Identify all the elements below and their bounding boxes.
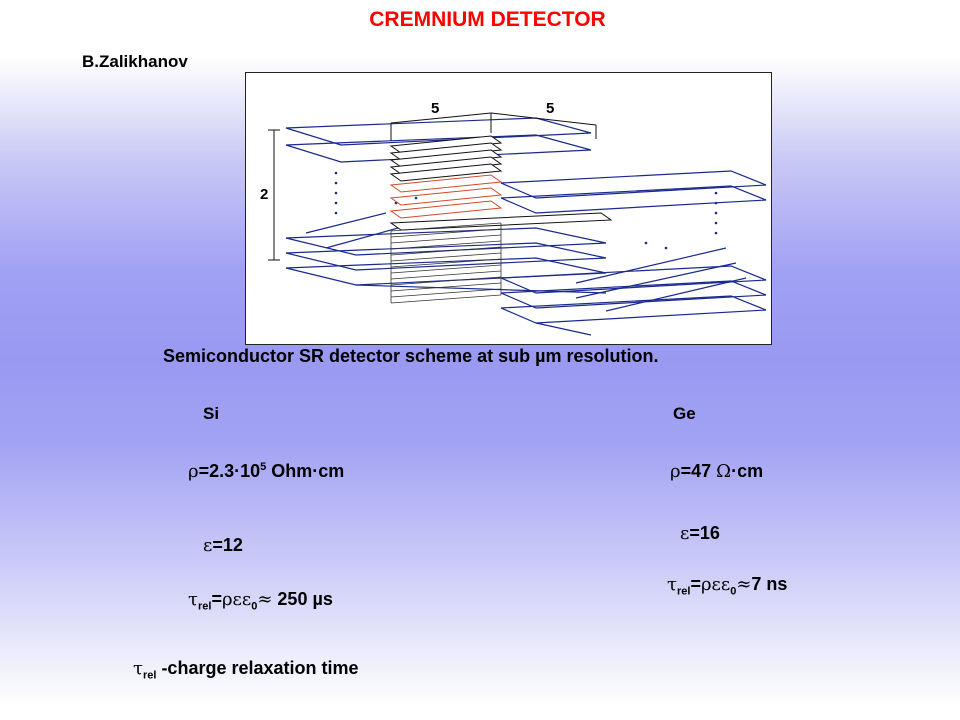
footnote-text: -charge relaxation time [156, 658, 359, 678]
ge-resistivity: ρ=47 Ω·cm [670, 461, 763, 482]
ge-tau-value: 7 ns [751, 574, 788, 594]
ge-label: Ge [673, 404, 696, 423]
footnote-definition: τrel -charge relaxation time [133, 658, 359, 682]
figure-caption: Semiconductor SR detector scheme at sub … [163, 346, 659, 366]
ge-permittivity: ε=16 [680, 523, 720, 544]
epsilon-symbol: ε [241, 589, 252, 610]
si-resistivity: ρ=2.3·105 Ohm·cm [188, 461, 344, 482]
epsilon-symbol: ε [232, 589, 242, 610]
omega-symbol: Ω [716, 461, 732, 482]
dimension-label-depth: 5 [546, 100, 554, 117]
rho-symbol: ρ [188, 461, 199, 482]
ge-rho-unit: ·cm [731, 461, 764, 481]
tau-symbol: τ [188, 589, 198, 610]
si-label: Si [203, 404, 220, 423]
epsilon-symbol: ε [720, 574, 731, 595]
equals-sign: = [211, 589, 222, 609]
tau-symbol: τ [667, 574, 677, 595]
zero-subscript: 0 [730, 585, 737, 598]
si-eps-value: =12 [212, 535, 243, 555]
rho-symbol: ρ [221, 589, 233, 610]
si-permittivity: ε=12 [203, 535, 243, 556]
epsilon-symbol: ε [203, 535, 213, 556]
author-name: B.Zalikhanov [82, 52, 188, 71]
detector-scheme-figure: 5 5 2 [245, 72, 772, 345]
si-rho-value: =2.3·10 [198, 461, 261, 481]
rel-subscript: rel [197, 600, 212, 613]
si-rho-exponent: 5 [260, 461, 267, 473]
rho-symbol: ρ [700, 574, 712, 595]
ge-rho-value: =47 [680, 461, 717, 481]
rel-subscript: rel [142, 669, 157, 682]
si-tau-value: 250 µs [272, 589, 333, 609]
tau-symbol: τ [133, 658, 143, 679]
ge-relaxation-time: τrel=ρεε0≈7 ns [667, 574, 787, 598]
approx-symbol: ≈ [736, 574, 752, 595]
dimension-label-height: 2 [260, 186, 268, 203]
equals-sign: = [690, 574, 701, 594]
dimension-label-width: 5 [431, 100, 439, 117]
rel-subscript: rel [676, 585, 691, 598]
ge-eps-value: =16 [689, 523, 720, 543]
rho-symbol: ρ [670, 461, 681, 482]
si-relaxation-time: τrel=ρεε0≈ 250 µs [188, 589, 333, 613]
detector-scheme-drawing: 5 5 2 [260, 100, 767, 336]
epsilon-symbol: ε [680, 523, 690, 544]
page-title: CREMNIUM DETECTOR [369, 8, 606, 31]
epsilon-symbol: ε [711, 574, 721, 595]
si-rho-unit: Ohm·cm [266, 461, 345, 481]
approx-symbol: ≈ [257, 589, 273, 610]
zero-subscript: 0 [251, 600, 258, 613]
